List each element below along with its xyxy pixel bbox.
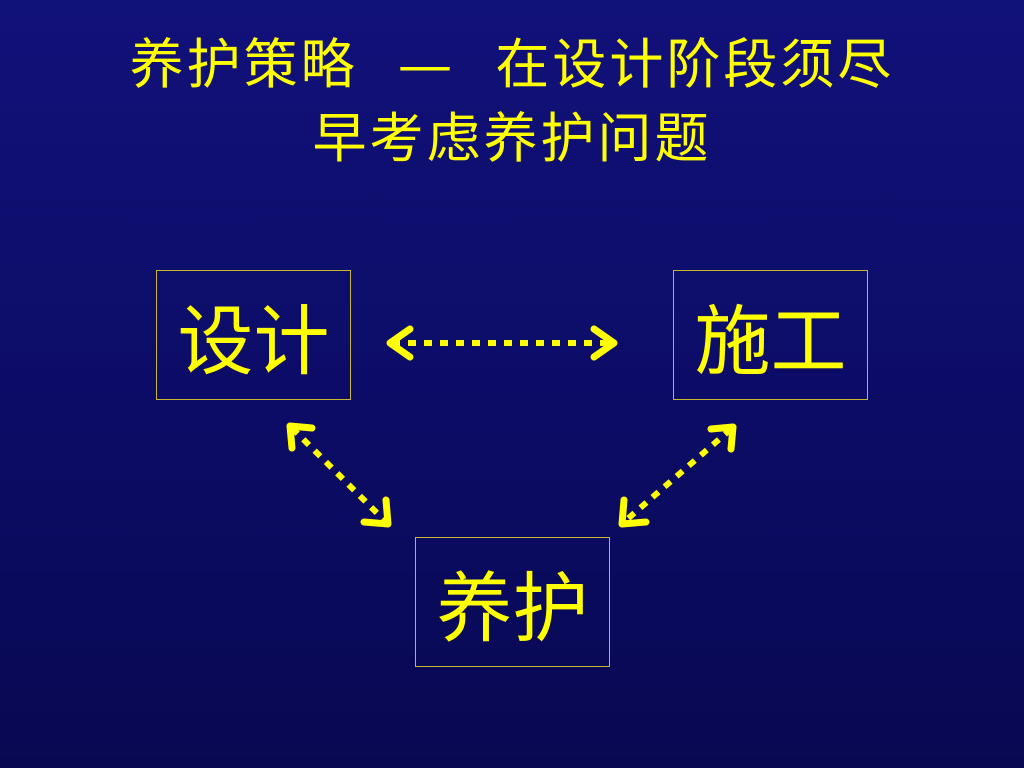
design-node: 设计 xyxy=(156,270,351,400)
arrow-construction-maintenance xyxy=(618,423,737,528)
arrow-construction-maintenance-line xyxy=(622,426,733,525)
construction-node: 施工 xyxy=(673,270,868,400)
slide-title-line-1: 养护策略 — 在设计阶段须尽 xyxy=(129,33,895,96)
maintenance-node-label: 养护 xyxy=(436,564,589,653)
construction-node-label: 施工 xyxy=(694,297,847,386)
slide-title: 养护策略 — 在设计阶段须尽 早考虑养护问题 xyxy=(40,28,984,176)
arrow-design-construction-head-left xyxy=(386,325,414,361)
arrow-construction-maintenance-head-top xyxy=(707,423,737,453)
arrow-design-construction-head-right xyxy=(590,325,618,361)
arrow-design-maintenance-head-top xyxy=(286,422,316,452)
arrow-design-construction xyxy=(386,325,618,361)
arrow-construction-maintenance-head-bottom xyxy=(618,496,650,528)
arrow-design-maintenance xyxy=(286,422,392,528)
slide-title-line-2: 早考虑养护问题 xyxy=(312,107,712,170)
arrow-design-maintenance-line xyxy=(289,425,389,525)
arrow-design-maintenance-head-bottom xyxy=(360,496,392,528)
design-node-label: 设计 xyxy=(177,297,330,386)
maintenance-node: 养护 xyxy=(415,537,610,667)
